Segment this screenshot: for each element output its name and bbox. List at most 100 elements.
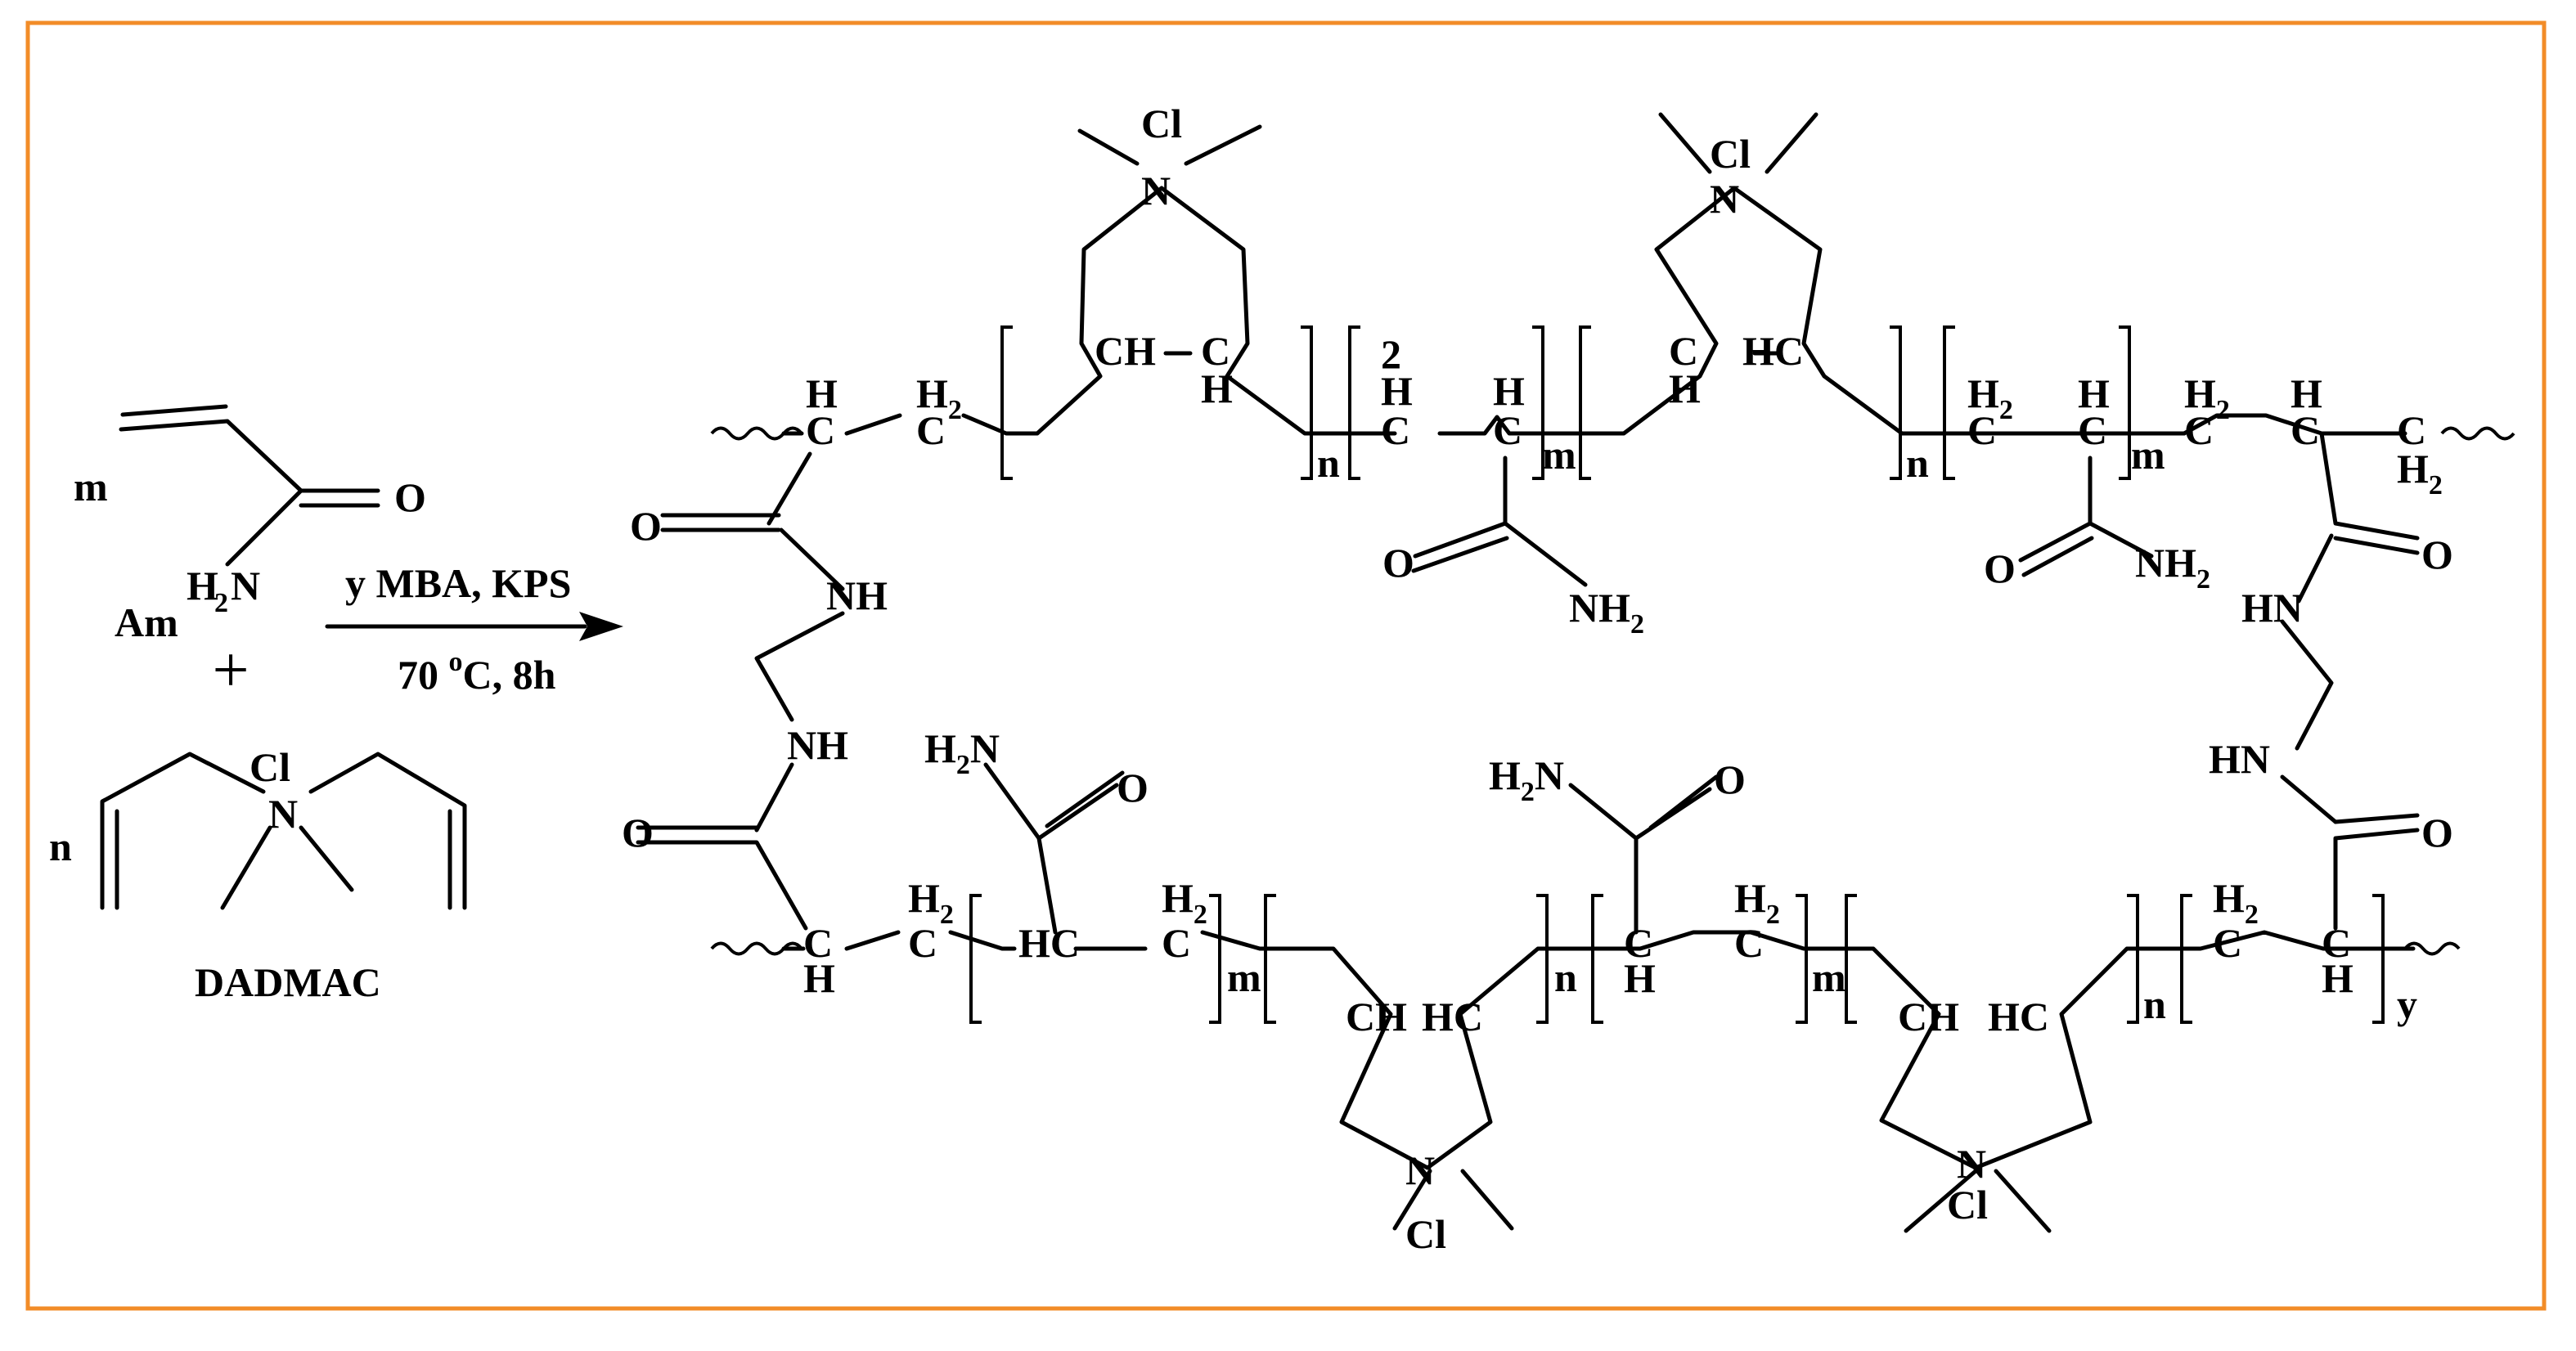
atom-h: H: [1201, 366, 1233, 411]
atom-o: O: [1117, 765, 1149, 810]
atom-h2: H2: [1162, 875, 1207, 930]
atom-h: H: [806, 370, 838, 416]
atom-c: C: [1201, 328, 1230, 374]
dadmac-nitrogen: N: [268, 791, 298, 837]
reaction-temperature: 70 oC, 8h: [398, 647, 556, 698]
atom-h2: H2: [1734, 875, 1780, 930]
dadmac-structure: Cl N n DADMAC: [49, 744, 467, 1005]
subscript-n: n: [1906, 440, 1929, 486]
ring-nitrogen: N: [1141, 168, 1171, 213]
atom-c: C: [1734, 920, 1764, 966]
atom-o: O: [630, 503, 662, 549]
subscript-m: m: [1812, 954, 1846, 1000]
ring-chloride: Cl: [1141, 101, 1182, 146]
reaction-arrow: [325, 612, 623, 641]
atom-c: C: [1493, 407, 1522, 453]
acrylamide-coefficient: m: [74, 464, 108, 509]
atom-c: C: [2397, 407, 2426, 453]
atom-hc: HC: [1742, 328, 1804, 374]
ring-chloride: Cl: [1710, 131, 1751, 177]
atom-c: C: [1162, 920, 1191, 966]
atom-hc: HC: [1422, 994, 1483, 1039]
subscript-m: m: [1542, 432, 1576, 478]
atom-c: C: [803, 920, 833, 966]
subscript-m: m: [2131, 432, 2165, 478]
atom-sub2: 2: [1381, 331, 1401, 377]
ring-chloride: Cl: [1947, 1182, 1988, 1228]
atom-h2: H2: [2184, 370, 2230, 425]
lower-brackets: m n m n y: [969, 894, 2417, 1027]
atom-c: C: [1967, 407, 1997, 453]
product-upper-chain: [660, 112, 2515, 604]
atom-c: C: [2184, 407, 2214, 453]
atom-h: H: [1493, 368, 1525, 414]
atom-c: C: [2078, 407, 2107, 453]
atom-o: O: [2421, 532, 2453, 577]
mba-crosslinks: [754, 611, 2334, 751]
reaction-reagents: y MBA, KPS: [345, 560, 571, 606]
product-lower-chain: [636, 762, 2461, 1233]
atom-nh: NH: [787, 722, 848, 768]
atom-hc: HC: [1018, 920, 1080, 966]
atom-h: H: [2291, 370, 2322, 416]
atom-ch: CH: [1898, 994, 1959, 1039]
atom-h: H: [1624, 955, 1656, 1001]
atom-c: C: [916, 407, 946, 453]
atom-o: O: [1714, 756, 1746, 802]
ring-nitrogen: N: [1405, 1147, 1435, 1193]
atom-h: H: [2078, 370, 2110, 416]
atom-ch: CH: [1095, 328, 1156, 374]
ring-nitrogen: N: [1957, 1141, 1986, 1187]
atom-h2: H2: [2213, 875, 2259, 930]
atom-h: H: [803, 955, 835, 1001]
atom-nh: NH: [826, 572, 888, 618]
atom-c: C: [2213, 920, 2242, 966]
acrylamide-amine-h: H: [187, 563, 218, 608]
subscript-m: m: [1227, 954, 1261, 1000]
atom-o: O: [2421, 810, 2453, 855]
atom-c: C: [2322, 920, 2351, 966]
atom-o: O: [1984, 545, 2016, 591]
atom-h: H: [1381, 368, 1413, 414]
atom-h2: H2: [2397, 446, 2443, 500]
atom-h2: H2: [908, 875, 954, 930]
atom-nh2: NH2: [2135, 540, 2210, 595]
subscript-n: n: [1317, 440, 1340, 486]
atom-nh2: NH2: [1569, 585, 1644, 640]
upper-chain-atoms: H C H2 C CH C H N Cl 2 H C H C C H HC N …: [630, 101, 2453, 640]
subscript-y: y: [2397, 981, 2417, 1027]
atom-h2: H2: [1967, 370, 2013, 425]
upper-brackets: n m n m: [1000, 325, 2165, 486]
atom-h2n: H2N: [924, 725, 1000, 780]
acrylamide-structure: O m Am H 2 N: [74, 404, 426, 645]
atom-c: C: [806, 407, 835, 453]
atom-ch: CH: [1346, 994, 1407, 1039]
atom-hn: HN: [2241, 585, 2303, 631]
atom-h: H: [1669, 366, 1701, 411]
dadmac-label: DADMAC: [195, 959, 381, 1005]
subscript-n: n: [1554, 954, 1577, 1000]
atom-hn: HN: [2209, 736, 2270, 782]
acrylamide-amine-n: N: [231, 563, 260, 608]
frame-border: [25, 20, 2547, 1311]
plus-sign: +: [212, 635, 249, 707]
dadmac-coefficient: n: [49, 824, 72, 869]
acrylamide-oxygen: O: [394, 474, 426, 520]
ring-chloride: Cl: [1405, 1211, 1446, 1257]
atom-h2n: H2N: [1489, 752, 1564, 807]
acrylamide-label: Am: [115, 599, 178, 645]
subscript-n: n: [2143, 981, 2166, 1027]
acrylamide-amine-sub: 2: [214, 588, 228, 618]
lower-chain-atoms: O C H H2 C HC H2 C H2N O CH HC N Cl C H …: [622, 725, 2453, 1257]
ring-nitrogen: N: [1710, 176, 1739, 222]
atom-o: O: [622, 810, 654, 855]
atom-h: H: [2322, 955, 2353, 1001]
atom-o: O: [1382, 540, 1414, 586]
atom-c: C: [908, 920, 937, 966]
atom-c: C: [1624, 920, 1653, 966]
atom-c: C: [1381, 407, 1410, 453]
dadmac-chloride: Cl: [250, 744, 290, 790]
atom-c: C: [1669, 328, 1698, 374]
